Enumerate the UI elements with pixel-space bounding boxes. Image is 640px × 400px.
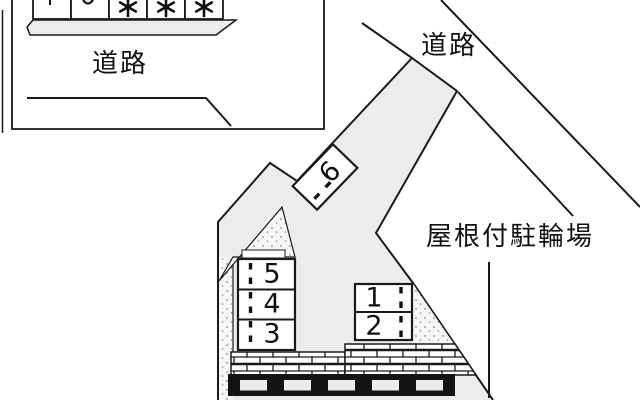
bike-parking-label: 屋根付駐輪場 xyxy=(426,222,594,252)
space-1-label: 1 xyxy=(365,283,382,314)
inset-map: 道路 xyxy=(1,0,325,133)
road-label: 道路 xyxy=(421,31,477,61)
walkway-triangle-right xyxy=(413,284,454,344)
stippled-walkway xyxy=(218,205,454,400)
bike-parking-callout: 屋根付駐輪場 xyxy=(426,222,594,398)
asterisk-icon xyxy=(194,0,214,18)
inset-cells xyxy=(32,0,224,20)
parking-spaces-543: 5 4 3 xyxy=(236,257,297,352)
building-notches xyxy=(240,380,443,391)
road-edge-line xyxy=(440,0,640,208)
dashed-line-6 xyxy=(313,173,339,200)
spaces-543-box xyxy=(236,257,297,352)
walkway-strip xyxy=(219,257,233,400)
space-3-label: 3 xyxy=(263,319,280,350)
small-rect-above-space5 xyxy=(241,249,286,259)
inset-road-line xyxy=(27,97,232,127)
inset-border xyxy=(11,0,325,130)
asterisk-icon xyxy=(118,0,138,18)
road-top: 道路 xyxy=(361,0,640,208)
brick-band-left xyxy=(230,351,346,376)
space-4-label: 4 xyxy=(263,289,280,320)
road-near-line xyxy=(361,22,413,59)
space-6-box xyxy=(291,142,359,212)
parking-space-6: 6 xyxy=(291,142,359,212)
inset-road-label: 道路 xyxy=(92,49,148,79)
walkway-triangle-left xyxy=(218,205,296,282)
parking-spaces-12: 1 2 xyxy=(353,283,414,342)
space-2-label: 2 xyxy=(365,311,382,342)
building-outline xyxy=(228,374,455,396)
inset-lot-strip xyxy=(26,19,239,36)
asterisk-icon xyxy=(156,0,176,18)
cell2-circle-bottom-mark xyxy=(82,0,94,5)
space-5-label: 5 xyxy=(263,259,280,290)
brick-band-right xyxy=(344,343,478,376)
neighbor-boundary-line xyxy=(457,91,574,217)
